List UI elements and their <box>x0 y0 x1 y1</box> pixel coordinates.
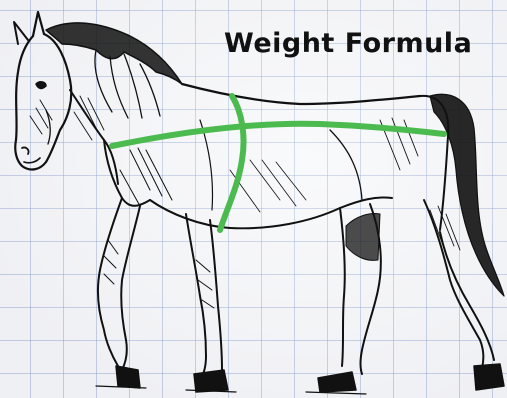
horse-ear <box>14 22 28 44</box>
horse-hind-leg-near <box>340 208 345 366</box>
heart-girth-line <box>220 96 244 230</box>
horse-hoof <box>116 366 140 388</box>
horse-tail <box>430 94 504 296</box>
page-title: Weight Formula <box>224 28 472 59</box>
horse-head <box>15 34 71 169</box>
horse-mane <box>46 23 182 84</box>
horse-mouth <box>24 158 40 163</box>
horse-hoof <box>474 364 504 390</box>
horse-back <box>182 84 420 104</box>
horse-front-leg-forward <box>98 198 136 380</box>
horse-hoof <box>194 370 228 392</box>
horse-front-leg-back <box>186 214 206 380</box>
horse-hoof <box>318 372 356 392</box>
horse-nostril <box>22 147 29 154</box>
horse-ear <box>33 12 44 36</box>
horse-eye <box>36 82 46 89</box>
body-length-line <box>112 124 444 146</box>
